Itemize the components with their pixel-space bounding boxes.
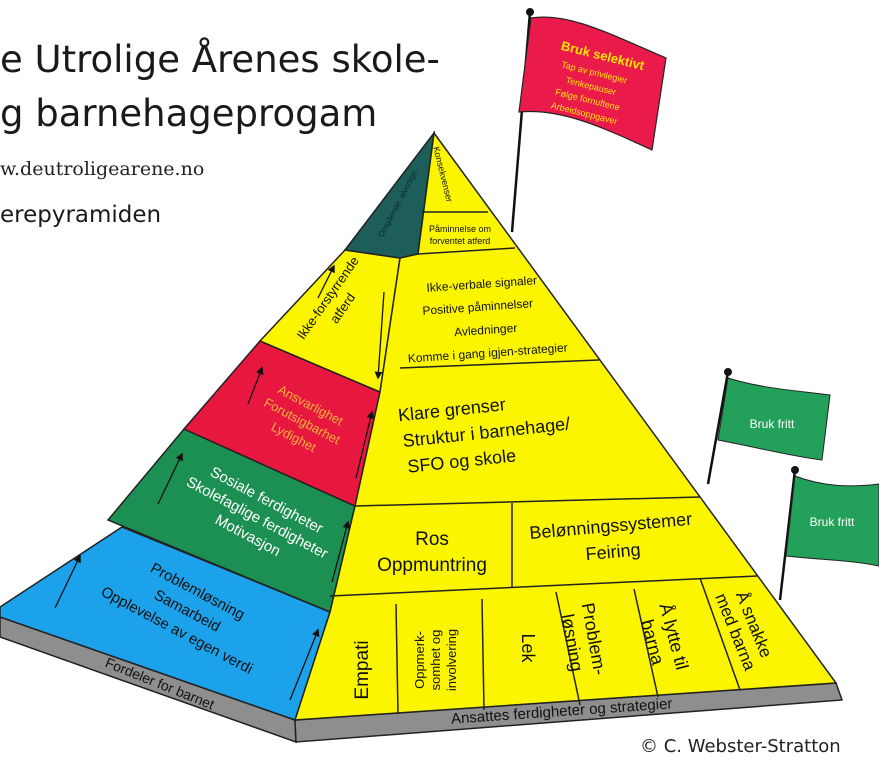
base-cell-play: Lek xyxy=(518,633,538,663)
flag-free-2-label: Bruk fritt xyxy=(810,515,855,529)
label-right-face-signals-2: Avledninger xyxy=(454,321,518,339)
base-cell-empathy: Empati xyxy=(352,640,373,699)
label-right-face-reminder-1: forventet atferd xyxy=(430,236,491,246)
label-right-face-base-cells-1-1: somhet og xyxy=(428,630,443,691)
label-right-face-praise-0: Ros xyxy=(415,529,449,550)
base-cell-attention: Oppmerk- somhet og involvering xyxy=(412,629,459,691)
praise-labels: Ros Oppmuntring xyxy=(377,529,487,576)
flag-free-1: Bruk fritt xyxy=(706,368,831,485)
label-right-face-base-cells-1-0: Oppmerk- xyxy=(412,631,427,689)
title-line-2: g barnehageprogam xyxy=(0,92,378,135)
website-url[interactable]: w.deutroligearene.no xyxy=(0,158,205,180)
subtitle: erepyramiden xyxy=(0,202,162,228)
copyright-notice: © C. Webster-Stratton xyxy=(640,736,841,757)
flag-free-2: Bruk fritt xyxy=(778,466,879,601)
flag-selective: Bruk selektivt Tap av privilegier Tenkep… xyxy=(510,8,667,233)
title-line-1: e Utrolige Årenes skole- xyxy=(0,38,440,81)
label-right-face-base-cells-1-2: involvering xyxy=(444,629,459,691)
label-right-face-praise-1: Oppmuntring xyxy=(377,555,487,576)
label-right-face-reminder-0: Påminnelse om xyxy=(429,224,491,234)
label-right-face-rewards-1: Feiring xyxy=(585,539,642,564)
flow-arrows xyxy=(54,264,385,701)
flag-free-1-label: Bruk fritt xyxy=(750,417,795,431)
reminder-labels: Påminnelse om forventet atferd xyxy=(429,224,491,246)
